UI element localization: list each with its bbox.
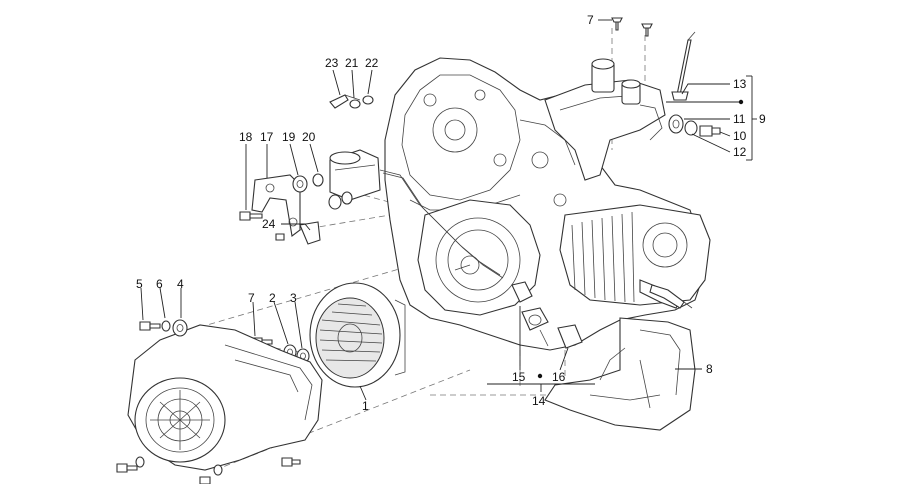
- callout-22: 22: [365, 56, 379, 70]
- callout-3: 3: [290, 291, 297, 305]
- callout-18: 18: [239, 130, 253, 144]
- callout-6: 6: [156, 277, 163, 291]
- callout-7-left: 7: [248, 291, 255, 305]
- cooling-fan: [310, 283, 405, 387]
- callout-17: 17: [260, 130, 274, 144]
- callout-10: 10: [733, 129, 747, 143]
- callout-21: 21: [345, 56, 359, 70]
- dipstick-rod: [672, 32, 695, 100]
- callout-9: 9: [759, 112, 766, 126]
- callout-13: 13: [733, 77, 747, 91]
- callout-5: 5: [136, 277, 143, 291]
- callout-2: 2: [269, 291, 276, 305]
- callout-12: 12: [733, 145, 747, 159]
- callout-23: 23: [325, 56, 339, 70]
- callout-1: 1: [362, 399, 369, 413]
- callout-7-top: 7: [587, 13, 594, 27]
- callout-11: 11: [733, 112, 746, 126]
- callout-8: 8: [706, 362, 713, 376]
- cylinder-block: [560, 205, 710, 308]
- callout-4: 4: [177, 277, 184, 291]
- callout-14: 14: [532, 394, 546, 408]
- callout-15: 15: [512, 370, 526, 384]
- callout-24: 24: [262, 217, 276, 231]
- fastener-set-10-12: [669, 115, 720, 136]
- top-screws: [612, 18, 652, 36]
- callout-16: 16: [552, 370, 566, 384]
- callout-20: 20: [302, 130, 316, 144]
- callout-19: 19: [282, 130, 296, 144]
